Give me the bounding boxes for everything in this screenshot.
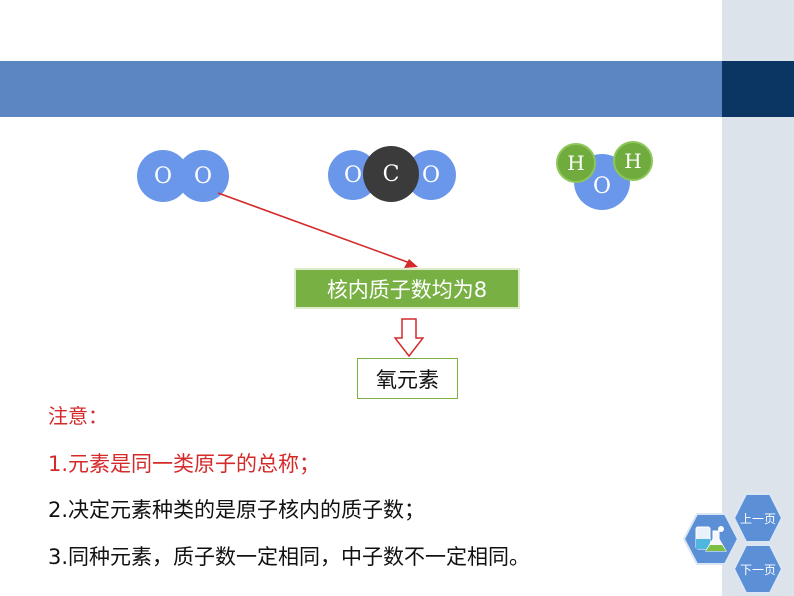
prev-page-button[interactable]: 上一页 <box>733 493 783 543</box>
title-band-accent <box>722 61 794 117</box>
proton-count-box: 核内质子数均为8 <box>294 268 520 309</box>
h2o-atom-hydrogen-right: H <box>613 141 653 181</box>
title-band <box>0 61 722 117</box>
next-page-label: 下一页 <box>739 563 776 577</box>
prev-page-label: 上一页 <box>739 512 776 526</box>
note-line-1: 1.元素是同一类原子的总称； <box>48 452 321 476</box>
down-arrow-icon <box>394 318 424 358</box>
note-line-2: 2.决定元素种类的是原子核内的质子数； <box>48 498 426 522</box>
note-line-3: 3.同种元素，质子数一定相同，中子数不一定相同。 <box>48 545 531 569</box>
note-heading: 注意： <box>48 404 108 428</box>
lab-flask-icon <box>683 513 739 565</box>
next-page-hex <box>733 544 783 594</box>
next-page-button[interactable]: 下一页 <box>733 544 783 594</box>
co2-atom-center: C <box>363 146 419 202</box>
prev-page-hex <box>733 493 783 543</box>
h2o-atom-hydrogen-left: H <box>556 143 596 183</box>
oxygen-element-box: 氧元素 <box>357 358 458 399</box>
o2-atom-right: O <box>177 150 229 202</box>
